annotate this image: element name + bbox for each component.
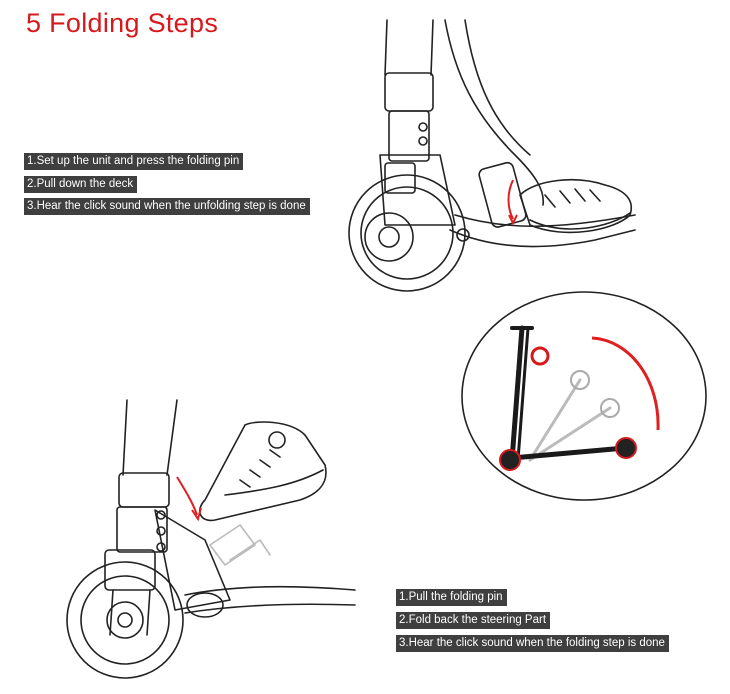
unfolding-step-3: 3.Hear the click sound when the unfoldin… [24, 198, 310, 215]
folding-illustration [66, 399, 356, 679]
unfolding-illustration [348, 19, 636, 292]
folding-step-3: 3.Hear the click sound when the folding … [396, 635, 669, 652]
unfolding-step-1: 1.Set up the unit and press the folding … [24, 153, 244, 170]
folding-sequence-inset [461, 291, 707, 501]
folding-step-2: 2.Fold back the steering Part [396, 612, 551, 629]
folding-step-1: 1.Pull the folding pin [396, 589, 507, 606]
page-title: 5 Folding Steps [26, 8, 219, 38]
unfolding-step-2: 2.Pull down the deck [24, 176, 138, 193]
